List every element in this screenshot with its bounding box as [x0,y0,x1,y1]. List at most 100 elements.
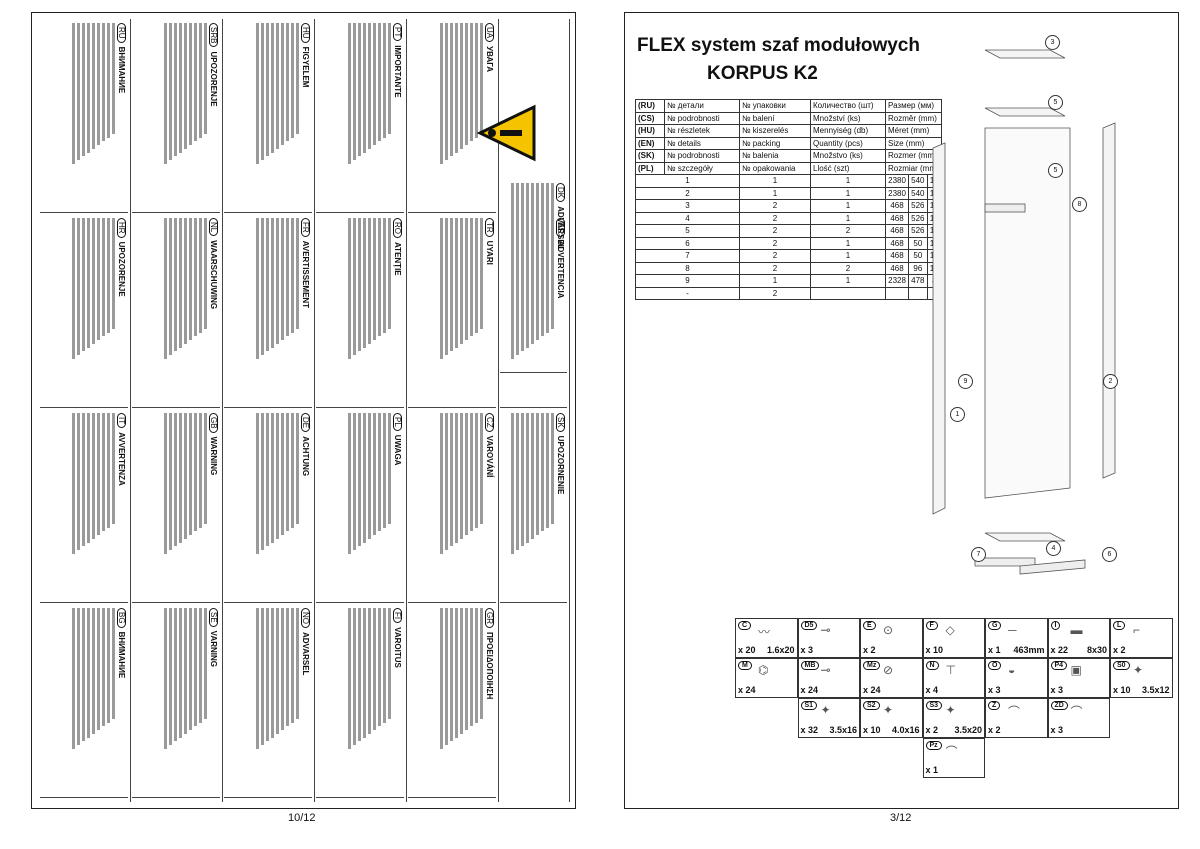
warning-text-line [373,608,376,731]
warning-text-line [281,23,284,146]
warning-text-line [87,23,90,153]
warning-text-line [112,608,115,719]
warning-text-line [455,218,458,348]
warning-text-line [536,218,539,341]
table-cell: 2 [739,249,811,263]
language-code: FI [393,608,402,624]
warning-heading: UWAGA [393,434,402,466]
warning-text-line [455,23,458,153]
table-header-cell: № podrobnosti [664,149,740,163]
table-cell: 1 [635,174,740,188]
hardware-quantity: x 2 [863,645,876,655]
warning-text-line [541,218,544,337]
table-row: 52246852616 [635,224,942,238]
warning-block: NO ADVARSEL [224,604,312,798]
warning-text-line [551,218,554,329]
table-cell: 2 [810,261,886,275]
warning-text-line [475,608,478,723]
warning-text-line [87,413,90,543]
language-code: NO [301,608,310,628]
hardware-code: E [863,621,876,630]
table-cell: 1 [810,211,886,225]
warning-text-line [358,413,361,547]
warning-text-line [465,23,468,146]
warning-text-line [164,413,167,554]
warning-text-line [388,218,391,329]
table-cell: 2 [739,236,811,250]
language-code: PL [393,413,402,431]
table-cell: 2 [739,261,811,275]
hardware-code: O [988,661,1002,670]
hardware-size: 1.6x20 [766,645,795,655]
hardware-item: ZD⌒x 3 [1047,698,1110,738]
part-callout: 6 [1102,547,1117,562]
warning-text-line [291,218,294,333]
language-code: FR [301,218,310,237]
warning-heading: VAROVÁNÍ [485,435,494,478]
warning-text-line [291,23,294,138]
hardware-quantity: x 10 [1113,685,1131,695]
warning-text-line [460,218,463,344]
table-cell: 1 [739,174,811,188]
language-code: SRB [209,23,218,48]
warning-text-line [450,23,453,157]
warning-heading: VARNING [209,630,218,667]
hardware-code: C [738,621,752,630]
warning-text-line [358,23,361,157]
hardware-code: F [925,621,938,630]
warning-text-line [373,23,376,146]
table-cell: 468 [884,249,910,263]
warning-text-line [480,413,483,524]
table-cell: 8 [635,261,740,275]
page-number-right: 3/12 [890,812,912,824]
document-title: FLEX system szaf modułowych [637,35,920,56]
hardware-code: S3 [925,701,943,710]
warning-text-line [82,608,85,742]
warning-text-line [276,413,279,539]
warning-text-line [348,413,351,554]
warning-text-line [169,608,172,745]
warning-text-line [77,23,80,160]
hardware-quantity: x 3 [988,685,1001,695]
hardware-code: N [925,661,939,670]
warning-text-line [184,23,187,149]
warning-text-line [77,218,80,355]
table-row: 6214685016 [635,236,942,250]
warning-heading: ADVARSEL [301,632,310,676]
warning-heading: ACHTUNG [301,436,310,477]
warning-text-line [87,608,90,738]
table-header-cell: № balení [739,111,811,125]
table-cell: 2 [739,224,811,238]
hardware-quantity: x 24 [738,685,756,695]
warning-text-line [363,23,366,153]
table-header-cell: Количество (шт) [810,99,886,113]
warning-text-line [256,218,259,359]
table-row: 42146852616 [635,211,942,225]
side-panel-left [932,142,946,515]
hardware-code: MB [800,661,820,670]
warning-text-line [531,218,534,344]
warning-text-line [97,23,100,146]
language-code: DK [556,183,565,203]
table-row: 8224689616 [635,261,942,275]
table-cell: 2 [739,211,811,225]
table-row: 91123284783 [635,274,942,288]
warning-heading: ΠΡΟΕΙΔΟΠΟΙΗΣΗ [485,632,494,700]
warning-text-line [383,608,386,723]
hardware-item: L⌐x 2 [1110,618,1173,658]
hardware-size: 3.5x16 [829,725,857,735]
warning-text-line [164,218,167,359]
warning-text-line [92,218,95,344]
language-code: ES [556,218,565,237]
warning-heading: ВНИМАНИЕ [117,631,126,679]
hardware-size: 463mm [1013,645,1045,655]
table-cell: 2380 [884,174,910,188]
warning-text-line [388,23,391,134]
warning-text-line [353,608,356,745]
